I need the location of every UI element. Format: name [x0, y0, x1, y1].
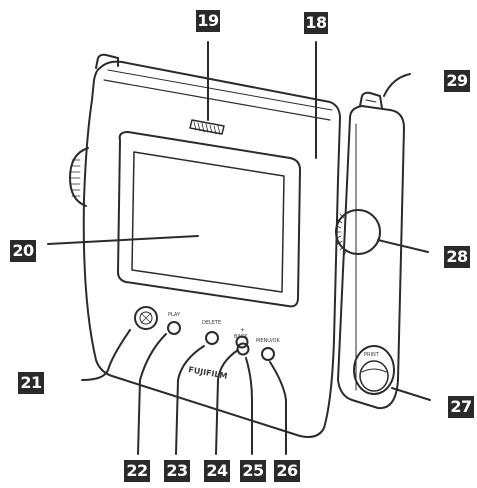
callout-18: 18 [304, 12, 328, 34]
callout-25: 25 [240, 460, 266, 482]
callout-29: 29 [444, 70, 470, 92]
callout-21: 21 [18, 372, 44, 394]
callout-20: 20 [10, 240, 36, 262]
joystick-control [134, 306, 158, 330]
shutter-dial [335, 209, 381, 256]
plus-button [235, 335, 249, 349]
callout-27: 27 [448, 396, 474, 418]
callout-26: 26 [274, 460, 300, 482]
callout-24: 24 [204, 460, 230, 482]
play-button [167, 321, 181, 335]
back-button-ring [236, 342, 250, 356]
label-menu-ok: MENU/OK [256, 338, 280, 344]
label-delete: DELETE [202, 320, 221, 326]
leader-lines [47, 41, 431, 455]
callout-19: 19 [196, 10, 220, 32]
right-strap-mount [359, 91, 383, 109]
delete-button [205, 331, 219, 345]
lcd-screen [131, 151, 285, 293]
screen-bezel [117, 131, 301, 308]
label-back: BACK [234, 334, 248, 340]
top-scroll-wheel [189, 119, 225, 135]
label-play: PLAY [168, 312, 181, 318]
callout-22: 22 [124, 460, 150, 482]
label-print: PRINT [364, 352, 380, 358]
menu-ok-button [261, 347, 275, 361]
callout-23: 23 [164, 460, 190, 482]
right-grip [337, 105, 405, 410]
left-strap-mount [95, 53, 119, 69]
callout-28: 28 [444, 246, 470, 268]
label-plus: + [240, 327, 245, 334]
camera-body [82, 60, 341, 438]
print-button [353, 345, 395, 395]
